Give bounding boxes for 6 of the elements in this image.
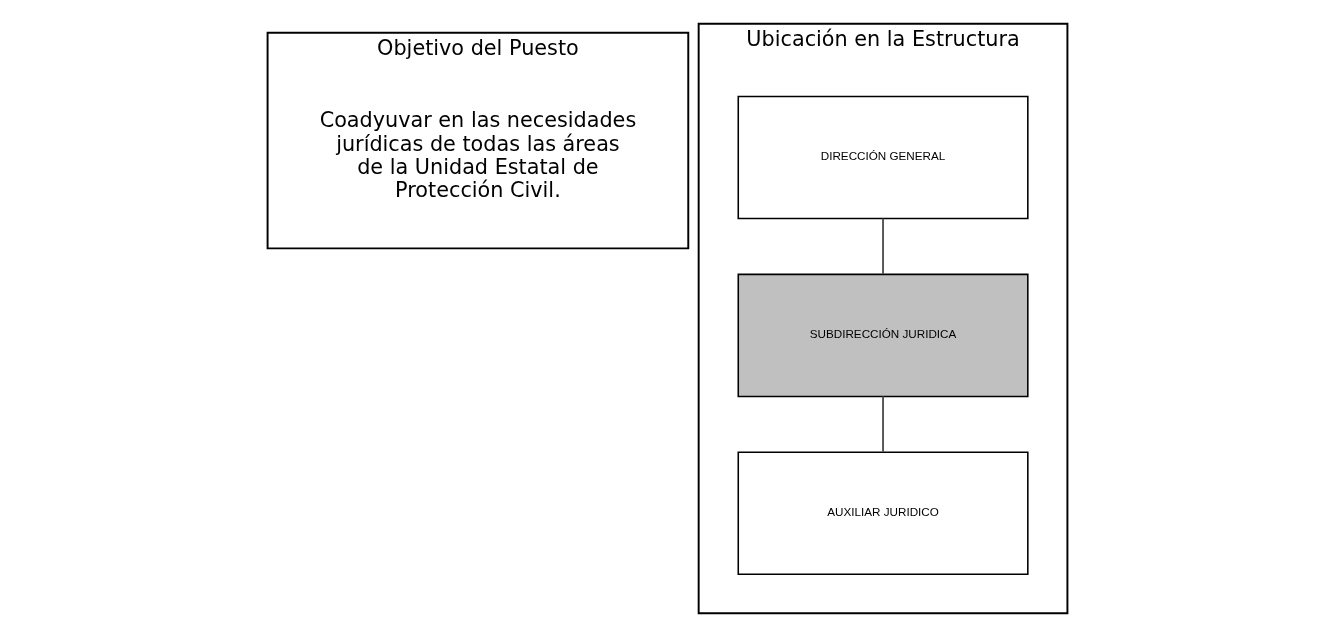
connector (882, 217, 884, 275)
node-box: AUXILIAR JURIDICO (737, 451, 1029, 576)
node-box: DIRECCIÓN GENERAL (737, 95, 1029, 220)
node-box: SUBDIRECCIÓN JURIDICA (737, 273, 1029, 398)
connector (882, 395, 884, 453)
node-text: Coadyuvar en las necesidades jurídicas de todas las áreas de la Unidad Estatal de Protección Civil. (319, 108, 637, 203)
